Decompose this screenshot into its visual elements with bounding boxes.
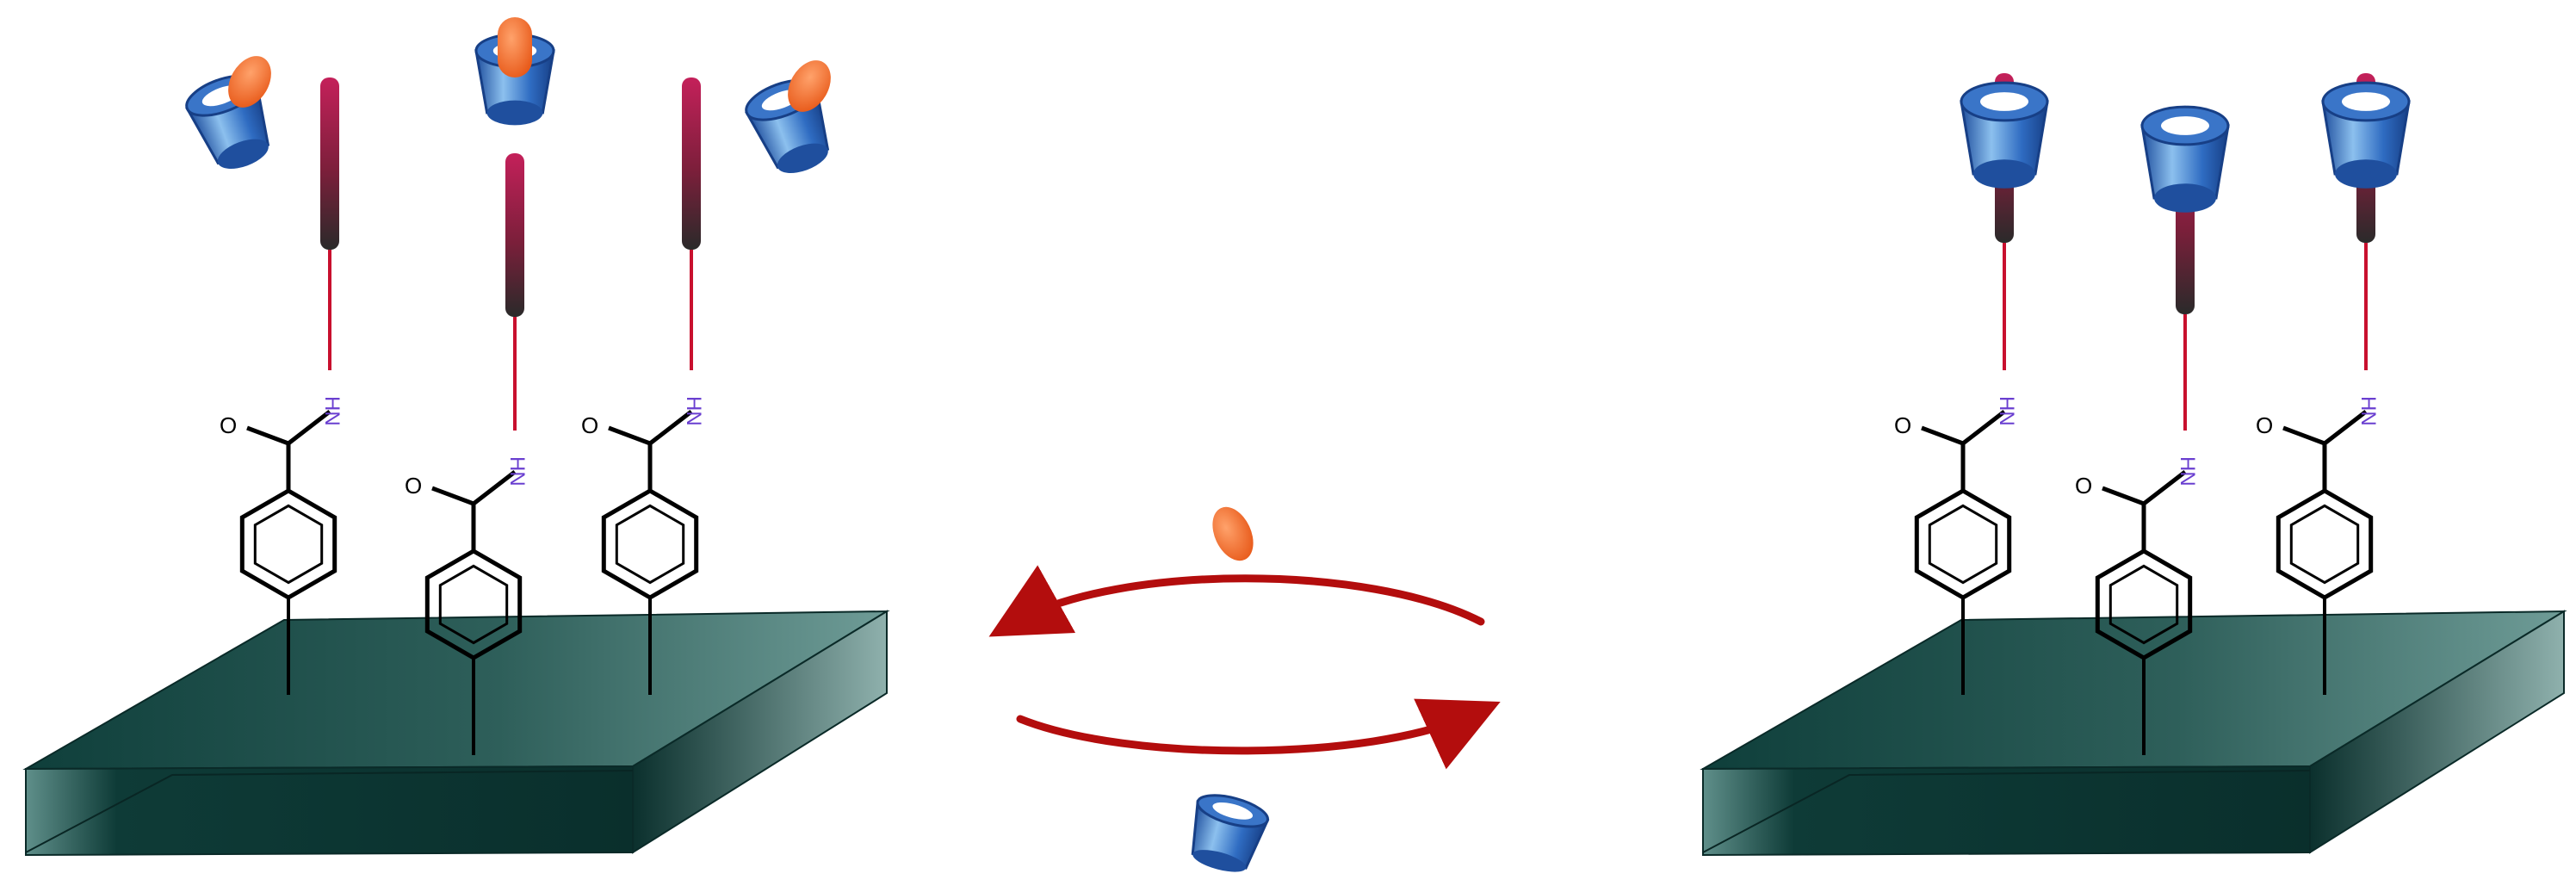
exchange-arrows: [988, 506, 1501, 872]
oxygen-label: O: [405, 473, 422, 499]
nh-label: HN: [2176, 456, 2199, 486]
amide-bond: [287, 410, 331, 445]
host-bottom-rim: [777, 143, 828, 174]
nh-label: HN: [2356, 396, 2380, 426]
host-bottom-rim: [1973, 159, 2035, 189]
left-molecule-2: O HN: [405, 17, 555, 755]
carbonyl-double-bond: [1921, 425, 1964, 446]
molecule-layer: O HN O HN O HN O HN O HN O HN: [185, 17, 2411, 755]
oxygen-label: O: [2075, 473, 2092, 499]
cyclodextrin-host-icon: [1960, 81, 2049, 189]
benzene-inner-ring: [615, 504, 685, 585]
right-molecule-2: O HN: [2075, 105, 2230, 755]
guest-molecule-icon: [228, 56, 271, 108]
guest-molecule-icon: [788, 60, 831, 112]
benzene-inner-ring: [253, 504, 324, 585]
cyclodextrin-host-icon: [2140, 105, 2230, 213]
benzene-inner-ring: [2108, 564, 2179, 645]
host-bottom-rim: [217, 139, 269, 170]
amide-bond: [2142, 470, 2187, 505]
carbonyl-double-bond: [608, 425, 651, 446]
carbonyl-double-bond: [246, 425, 289, 446]
benzene-inner-ring: [1928, 504, 1998, 585]
host-bottom-rim: [486, 100, 543, 126]
host-cavity: [2161, 116, 2209, 135]
rod-segment: [320, 77, 339, 250]
nh-label: HN: [682, 396, 705, 426]
right-molecule-3: O HN: [2256, 73, 2411, 695]
benzene-inner-ring: [438, 564, 509, 645]
host-cavity: [1980, 92, 2028, 111]
guest-molecule-icon: [1212, 506, 1254, 561]
host-cyclodextrin-icon: [1191, 794, 1270, 872]
amide-bond: [648, 410, 693, 445]
host-bottom-rim: [2154, 183, 2216, 213]
host-cavity: [2342, 92, 2390, 111]
carbonyl-double-bond: [431, 486, 474, 506]
carbonyl-double-bond: [2282, 425, 2325, 446]
left-substrate: [22, 610, 890, 857]
nh-label: HN: [505, 456, 529, 486]
right-molecule-1: O HN: [1894, 73, 2049, 695]
left-molecule-3: O HN: [581, 60, 831, 695]
host-bottom-rim: [2335, 159, 2397, 189]
threading-arrow: [1016, 698, 1501, 770]
amide-bond: [472, 470, 517, 505]
nh-label: HN: [320, 396, 344, 426]
oxygen-label: O: [220, 412, 237, 438]
left-molecule-1: O HN: [185, 56, 344, 695]
carbonyl-double-bond: [2102, 486, 2145, 506]
release-arrow: [988, 565, 1485, 637]
guest-molecule-icon: [498, 17, 532, 77]
right-substrate: [1700, 610, 2567, 857]
cyclodextrin-host-icon: [2321, 81, 2411, 189]
rod-segment: [505, 153, 524, 317]
oxygen-label: O: [581, 412, 598, 438]
nh-label: HN: [1995, 396, 2018, 426]
amide-bond: [2323, 410, 2368, 445]
amide-bond: [1961, 410, 2006, 445]
rod-segment: [682, 77, 701, 250]
oxygen-label: O: [1894, 412, 1911, 438]
oxygen-label: O: [2256, 412, 2273, 438]
benzene-inner-ring: [2289, 504, 2360, 585]
